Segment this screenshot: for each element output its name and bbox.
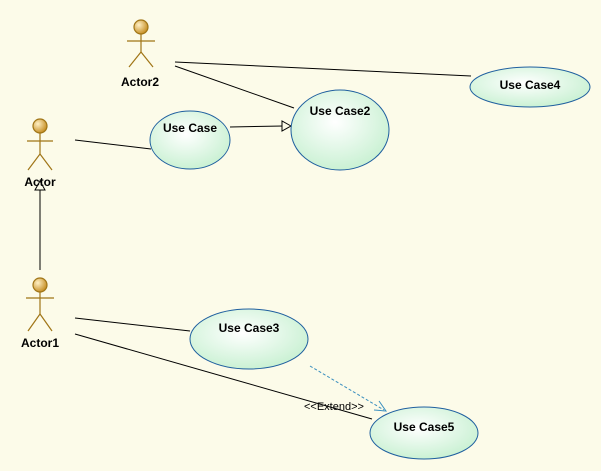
use-case-usecase3[interactable]: Use Case3 (189, 308, 309, 370)
use-case-usecase4[interactable]: Use Case4 (469, 66, 591, 108)
generalization-usecase-usecase2[interactable] (229, 125, 284, 128)
actor-label: Actor (24, 175, 56, 189)
actor-generalization-arrowhead (34, 179, 46, 191)
use-case-usecase2[interactable]: Use Case2 (290, 89, 390, 171)
stick-figure-icon (127, 19, 155, 68)
use-case-usecase3-label: Use Case3 (219, 321, 280, 335)
connectors (34, 61, 472, 420)
actor-actor1[interactable]: Actor1 (21, 277, 59, 350)
actor2-label: Actor2 (121, 75, 159, 89)
stick-figure-icon (26, 277, 54, 332)
use-case-usecase2-label: Use Case2 (310, 104, 371, 118)
generalization-arrowhead (281, 120, 293, 132)
use-case-usecase5-label: Use Case5 (394, 420, 455, 434)
association-actor1-usecase5[interactable] (74, 333, 373, 420)
association-actor2-usecase4[interactable] (174, 61, 472, 77)
use-case-usecase[interactable]: Use Case (149, 110, 231, 170)
actor-actor[interactable]: Actor (24, 118, 56, 189)
association-actor-usecase[interactable] (74, 139, 152, 150)
association-actor2-usecase2[interactable] (174, 65, 295, 109)
extend-connector[interactable]: <<Extend>> (304, 365, 388, 413)
actor-actor2[interactable]: Actor2 (121, 19, 159, 89)
extend-stereotype: <<Extend>> (304, 401, 364, 413)
use-case-usecase-label: Use Case (163, 121, 217, 135)
stick-figure-icon (27, 118, 53, 171)
use-case-usecase5[interactable]: Use Case5 (369, 406, 479, 460)
actor1-label: Actor1 (21, 336, 59, 350)
use-case-usecase4-label: Use Case4 (500, 78, 561, 92)
association-actor1-usecase3[interactable] (74, 317, 191, 332)
